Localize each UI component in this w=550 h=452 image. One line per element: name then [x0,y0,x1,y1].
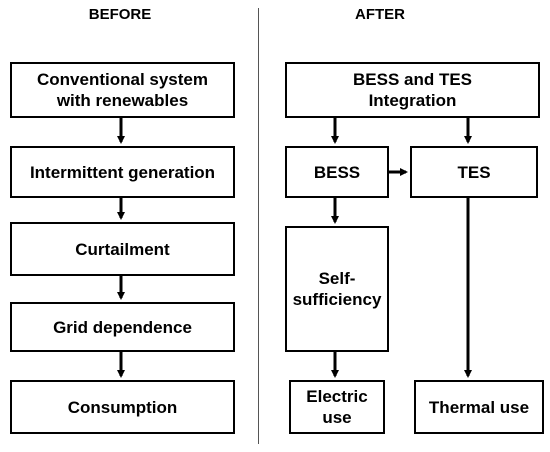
tes-box: TES [410,146,538,198]
before-step-label: Curtailment [75,239,170,259]
self-sufficiency-label: Self- sufficiency [292,269,382,309]
tes-label: TES [457,162,491,182]
self-sufficiency-box: Self- sufficiency [285,226,389,352]
thermal-use-box: Thermal use [414,380,544,434]
before-heading: BEFORE [88,6,152,23]
before-step-intermittent-generation: Intermittent generation [10,146,235,198]
after-integration-box: BESS and TES Integration [285,62,540,118]
before-step-conventional-system: Conventional system with renewables [10,62,235,118]
integration-label: BESS and TES Integration [352,70,473,110]
before-step-grid-dependence: Grid dependence [10,302,235,352]
bess-box: BESS [285,146,389,198]
electric-use-box: Electric use [289,380,385,434]
before-step-consumption: Consumption [10,380,235,434]
before-step-label: Grid dependence [53,317,192,337]
electric-use-label: Electric use [306,387,368,427]
before-step-label: Intermittent generation [29,162,216,182]
before-step-curtailment: Curtailment [10,222,235,276]
before-step-label: Consumption [67,397,178,417]
before-step-label: Conventional system with renewables [37,70,208,110]
column-divider [258,8,259,444]
bess-label: BESS [313,162,361,182]
thermal-use-label: Thermal use [428,397,530,417]
after-heading: AFTER [355,6,405,23]
